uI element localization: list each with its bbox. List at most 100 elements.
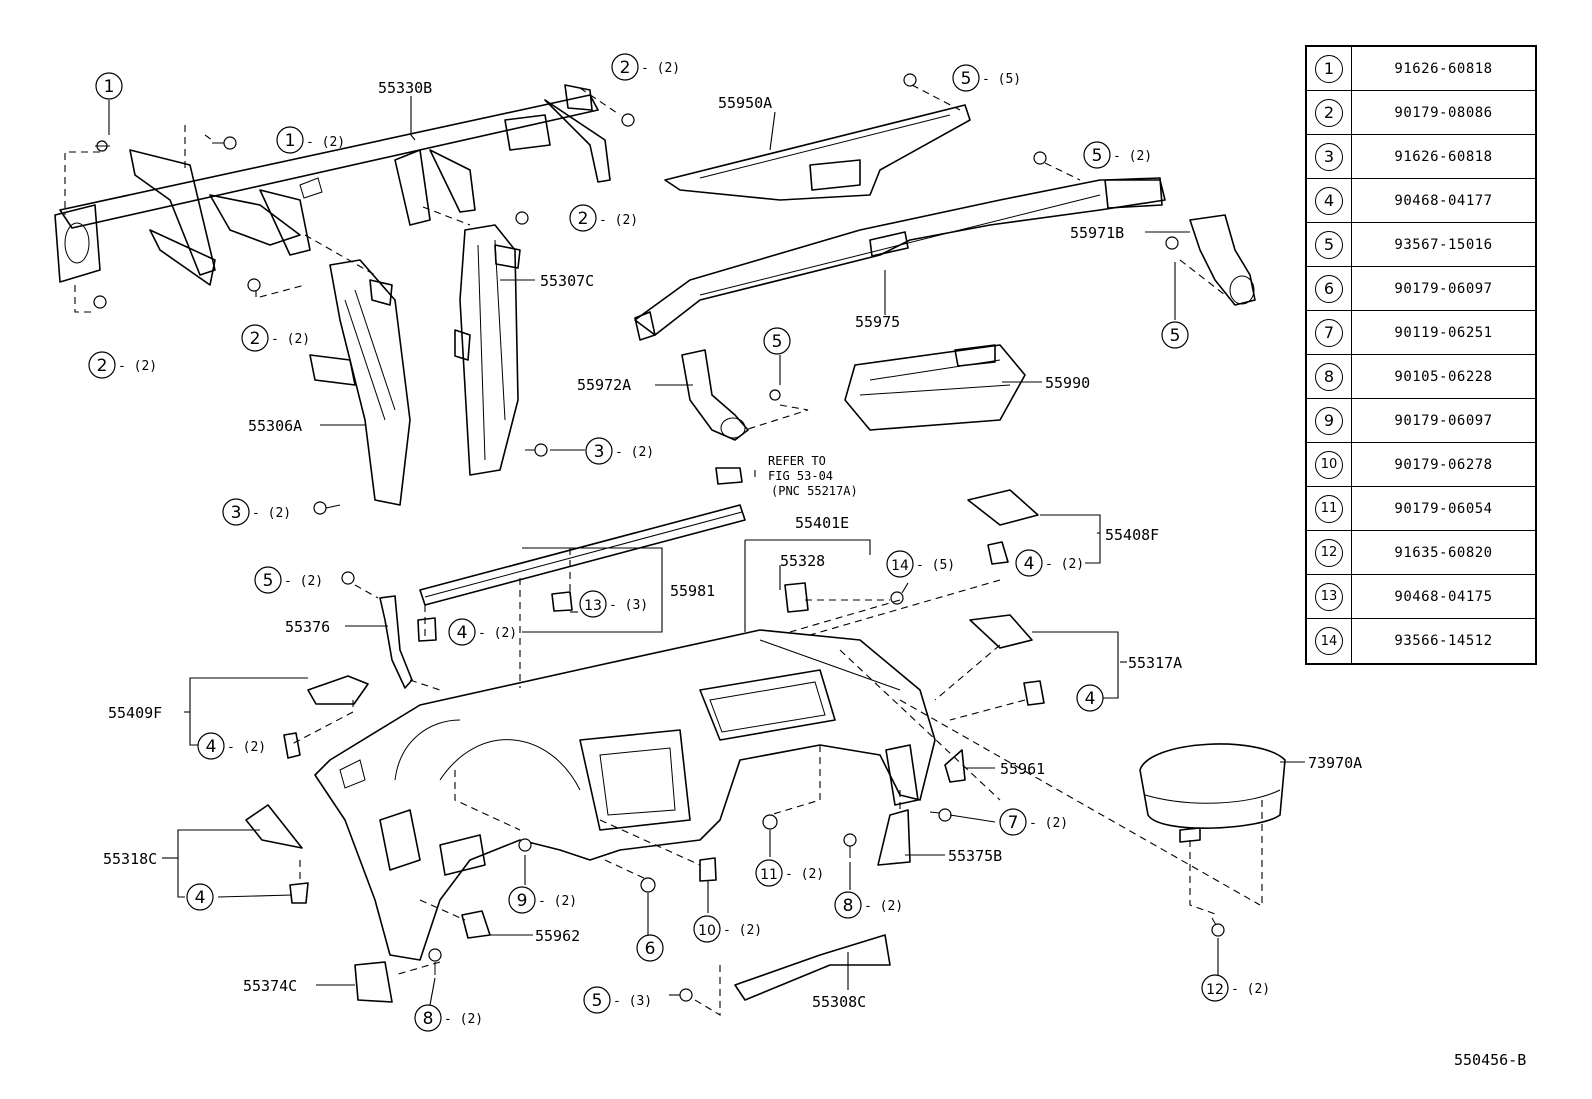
label-55306A: 55306A: [248, 417, 302, 435]
legend-row: 7 90119-06251: [1307, 311, 1535, 355]
part-55971B-drawing: [1189, 214, 1256, 306]
callout-2-mid: 2- (2): [569, 204, 638, 232]
callout-12: 12 - (2): [1201, 974, 1270, 1002]
callout-7: 7- (2): [999, 808, 1068, 836]
label-55330B: 55330B: [378, 79, 432, 97]
refer-line-1: REFER TO: [768, 454, 826, 468]
legend-part-number: 93566-14512: [1394, 633, 1493, 649]
svg-text:2: 2: [97, 356, 108, 376]
label-55950A: 55950A: [718, 94, 772, 112]
svg-text:- (5): - (5): [982, 72, 1021, 87]
callout-5-55376: 5 - (2): [254, 566, 323, 594]
leader-lines: [108, 96, 1305, 1006]
label-55981: 55981: [670, 582, 715, 600]
svg-text:- (2): - (2): [785, 867, 824, 882]
label-55318C: 55318C: [103, 850, 157, 868]
svg-text:1: 1: [104, 77, 115, 97]
legend-part-number: 90179-06054: [1394, 500, 1493, 517]
callout-3-right: 3 - (2): [585, 437, 654, 465]
part-55981-drawing: [419, 467, 746, 606]
legend-key: 10: [1315, 450, 1343, 479]
label-55971B: 55971B: [1070, 224, 1124, 242]
legend-row: 8 90105-06228: [1307, 355, 1535, 399]
svg-text:- (2): - (2): [1045, 557, 1084, 572]
part-55975-drawing: [634, 177, 1166, 341]
label-55961: 55961: [1000, 760, 1045, 778]
legend-key: 6: [1315, 274, 1343, 303]
legend-key: 14: [1315, 627, 1343, 655]
label-55376: 55376: [285, 618, 330, 636]
svg-text:- (2): - (2): [444, 1012, 483, 1027]
svg-text:5: 5: [772, 332, 783, 352]
legend-key: 4: [1315, 186, 1343, 215]
svg-text:14: 14: [891, 558, 909, 574]
callout-11: 11 - (2): [755, 859, 824, 887]
legend-key: 5: [1315, 230, 1343, 259]
svg-text:- (2): - (2): [284, 574, 323, 589]
legend-row: 14 93566-14512: [1307, 619, 1535, 663]
callout-2-top: 2- (2): [611, 53, 680, 81]
svg-text:13: 13: [584, 598, 602, 614]
svg-text:- (2): - (2): [118, 359, 157, 374]
legend-part-number: 90119-06251: [1394, 324, 1493, 341]
part-55990-drawing: [844, 344, 1026, 431]
label-55317A: 55317A: [1128, 654, 1182, 672]
callout-13: 13 - (3): [579, 590, 648, 618]
svg-text:11: 11: [760, 867, 778, 883]
svg-text:- (5): - (5): [916, 558, 955, 573]
svg-text:- (2): - (2): [615, 445, 654, 460]
callouts: 1 1- (2) 2- (2) 2- (2) 2- (2) 2- (2) 5- …: [88, 53, 1270, 1032]
legend-part-number: 90105-06228: [1394, 368, 1493, 385]
label-55401E: 55401E: [795, 514, 849, 532]
svg-text:- (2): - (2): [1029, 816, 1068, 831]
callout-5-duct: 5- (2): [1083, 141, 1152, 169]
svg-text:- (3): - (3): [609, 598, 648, 613]
svg-text:12: 12: [1206, 982, 1224, 998]
callout-4-55318C: 4: [186, 883, 214, 911]
label-55328: 55328: [780, 552, 825, 570]
instrument-panel-drawing: [314, 629, 936, 961]
svg-text:1: 1: [285, 131, 296, 151]
legend-key: 8: [1315, 362, 1343, 391]
svg-text:- (2): - (2): [1113, 149, 1152, 164]
part-55950A-drawing: [664, 104, 971, 201]
callout-1-qty: 1- (2): [276, 126, 345, 154]
part-labels: 55330B 55950A 55971B 55307C 55975 55972A…: [103, 79, 1526, 1069]
callout-5-bottom: 5- (3): [583, 986, 652, 1014]
svg-text:- (2): - (2): [271, 332, 310, 347]
legend-key: 7: [1315, 318, 1343, 347]
label-55375B: 55375B: [948, 847, 1002, 865]
label-55975: 55975: [855, 313, 900, 331]
svg-text:- (2): - (2): [252, 506, 291, 521]
label-55307C: 55307C: [540, 272, 594, 290]
callout-9: 9- (2): [508, 886, 577, 914]
svg-text:4: 4: [206, 737, 217, 757]
legend-part-number: 90179-08086: [1394, 104, 1493, 121]
svg-text:- (2): - (2): [227, 740, 266, 755]
label-55962: 55962: [535, 927, 580, 945]
fastener-symbols: [93, 73, 1225, 1002]
svg-text:- (2): - (2): [599, 213, 638, 228]
svg-text:5: 5: [592, 991, 603, 1011]
legend-part-number: 91626-60818: [1394, 148, 1493, 165]
svg-text:5: 5: [263, 571, 274, 591]
legend-key: 11: [1315, 494, 1343, 523]
legend-part-number: 90179-06278: [1394, 456, 1493, 473]
svg-text:- (2): - (2): [538, 894, 577, 909]
legend-part-number: 90179-06097: [1394, 412, 1493, 429]
svg-text:3: 3: [594, 442, 605, 462]
legend-part-number: 90468-04177: [1394, 192, 1493, 209]
callout-4-55981: 4- (2): [448, 618, 517, 646]
label-55972A: 55972A: [577, 376, 631, 394]
svg-text:5: 5: [961, 69, 972, 89]
svg-text:- (2): - (2): [1231, 982, 1270, 997]
callout-5-top: 5 - (5): [952, 64, 1021, 92]
legend-part-number: 91626-60818: [1394, 60, 1493, 77]
